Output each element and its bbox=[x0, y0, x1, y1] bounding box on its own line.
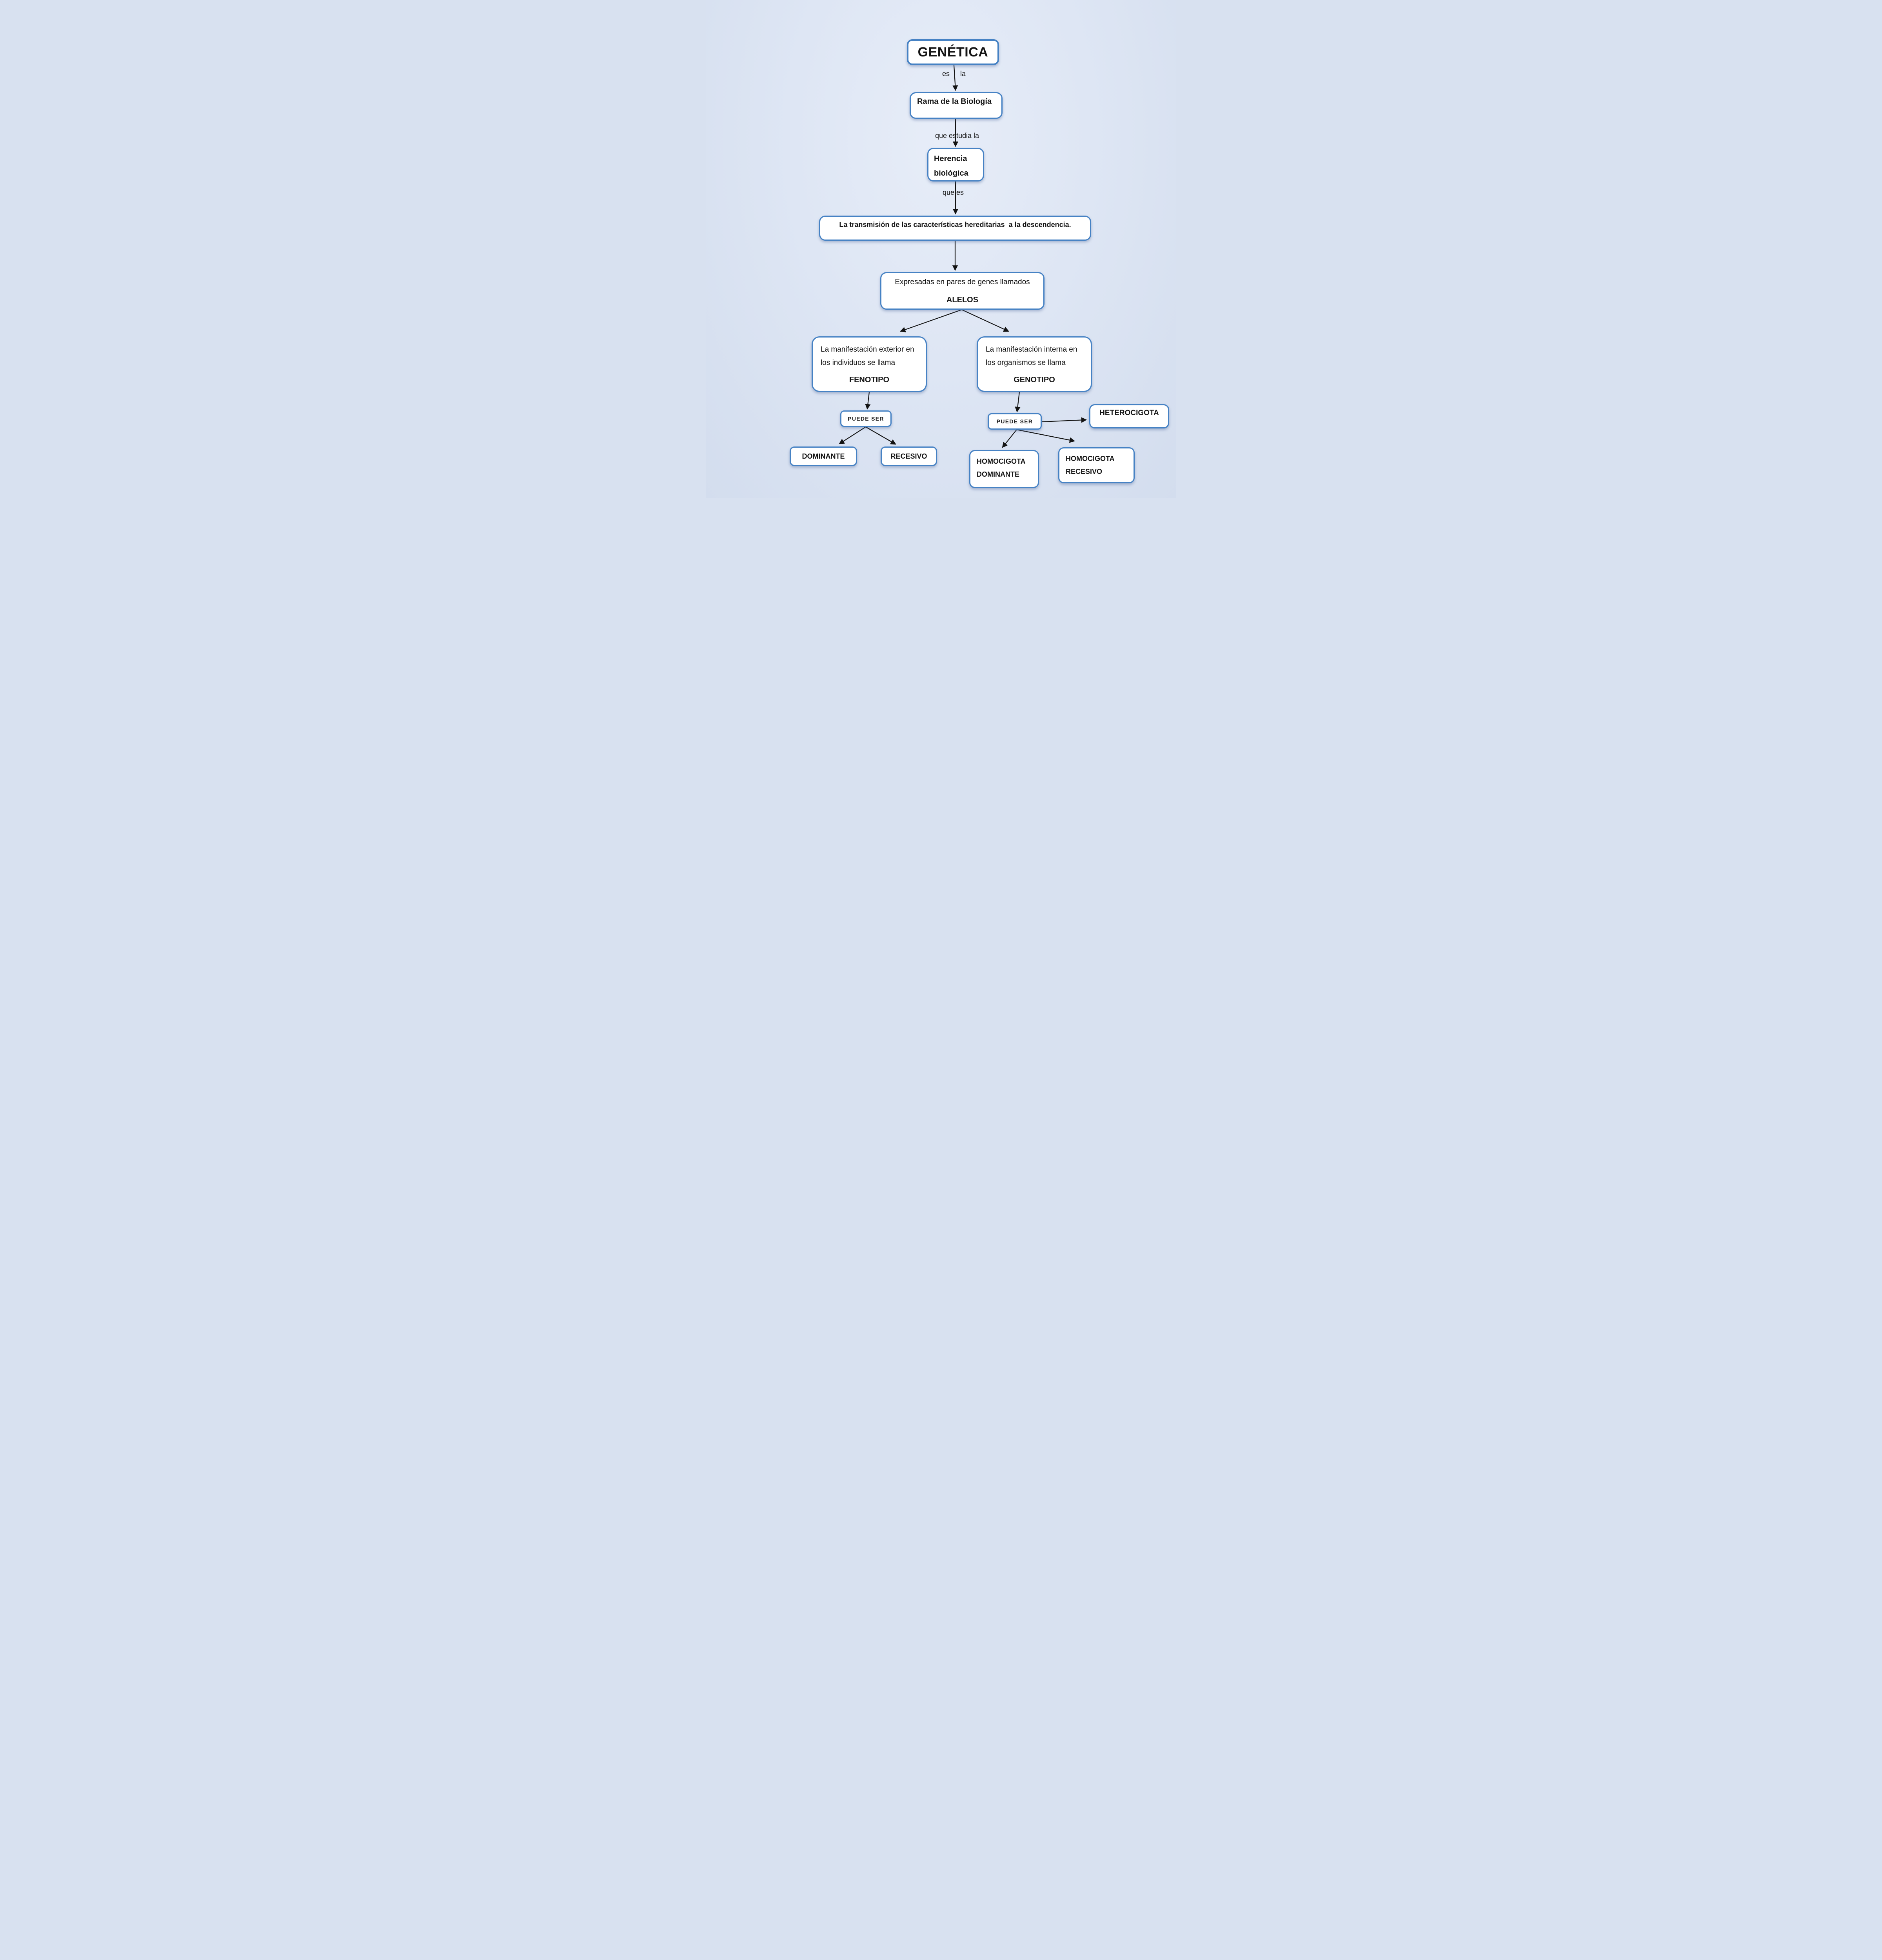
node-puede-ser-fenotipo: PUEDE SER bbox=[840, 410, 892, 427]
node-genotipo: La manifestación interna en los organism… bbox=[977, 336, 1092, 392]
node-homocigota-recesivo-line1: HOMOCIGOTA bbox=[1066, 455, 1115, 463]
edge-label-que-estudia-la: que estudia la bbox=[935, 132, 979, 140]
connector-lines bbox=[839, 65, 1087, 448]
node-genotipo-body: La manifestación interna en los organism… bbox=[986, 345, 1077, 367]
node-herencia-biologica: Herencia biológica bbox=[927, 148, 984, 181]
node-fenotipo-body: La manifestación exterior en los individ… bbox=[821, 345, 914, 367]
node-recesivo-label: RECESIVO bbox=[890, 452, 927, 460]
node-heterocigota-label: HETEROCIGOTA bbox=[1099, 409, 1159, 417]
arrow-alelos-fenotipo bbox=[899, 309, 962, 332]
node-puede-ser-right-label: PUEDE SER bbox=[996, 418, 1033, 425]
node-homocigota-dominante-line2: DOMINANTE bbox=[977, 470, 1019, 479]
node-rama-de-la-biologia: Rama de la Biología bbox=[910, 92, 1003, 119]
node-fenotipo: La manifestación exterior en los individ… bbox=[812, 336, 927, 392]
arrow-puedeser-recesivo bbox=[865, 426, 896, 445]
node-dominante: DOMINANTE bbox=[790, 446, 857, 466]
arrow-puedeser-homocigota-dominante bbox=[1002, 429, 1017, 448]
arrow-genetica-rama bbox=[952, 65, 958, 91]
node-homocigota-recesivo: HOMOCIGOTA RECESIVO bbox=[1058, 447, 1135, 483]
arrow-puedeser-dominante bbox=[839, 426, 866, 445]
arrow-alelos-genotipo bbox=[961, 309, 1009, 332]
node-dominante-label: DOMINANTE bbox=[802, 452, 845, 460]
node-alelos-body: Expresadas en pares de genes llamados bbox=[895, 278, 1030, 286]
node-herencia-line1: Herencia bbox=[934, 154, 967, 163]
edge-label-es-la: es la bbox=[942, 70, 966, 78]
arrow-genotipo-puedeser bbox=[1015, 392, 1021, 413]
node-transmision-label: La transmisión de las características he… bbox=[839, 221, 1071, 229]
edge-label-la: la bbox=[960, 70, 966, 78]
node-transmision: La transmisión de las características he… bbox=[819, 216, 1091, 241]
node-fenotipo-keyword: FENOTIPO bbox=[849, 376, 890, 384]
node-herencia-line2: biológica bbox=[934, 169, 968, 178]
node-genetica-label: GENÉTICA bbox=[917, 44, 988, 60]
node-heterocigota: HETEROCIGOTA bbox=[1089, 404, 1169, 428]
node-puede-ser-genotipo: PUEDE SER bbox=[988, 413, 1042, 430]
concept-map-canvas: GENÉTICA es la Rama de la Biología que e… bbox=[706, 0, 1176, 498]
node-homocigota-dominante-line1: HOMOCIGOTA bbox=[977, 457, 1026, 465]
arrow-fenotipo-puedeser bbox=[865, 392, 871, 410]
node-rama-label: Rama de la Biología bbox=[917, 97, 992, 106]
arrow-puedeser-homocigota-recesivo bbox=[1016, 429, 1075, 443]
node-alelos-keyword: ALELOS bbox=[946, 296, 979, 304]
node-genetica: GENÉTICA bbox=[907, 39, 999, 65]
node-puede-ser-left-label: PUEDE SER bbox=[848, 416, 884, 422]
node-alelos: Expresadas en pares de genes llamados AL… bbox=[880, 272, 1045, 310]
node-recesivo: RECESIVO bbox=[881, 446, 937, 466]
edge-label-es: es bbox=[942, 70, 950, 78]
arrow-puedeser-heterocigota bbox=[1041, 417, 1087, 423]
node-genotipo-keyword: GENOTIPO bbox=[1014, 376, 1055, 384]
edge-label-que-es: que es bbox=[942, 189, 964, 196]
node-homocigota-recesivo-line2: RECESIVO bbox=[1066, 468, 1103, 476]
node-homocigota-dominante: HOMOCIGOTA DOMINANTE bbox=[969, 450, 1039, 488]
